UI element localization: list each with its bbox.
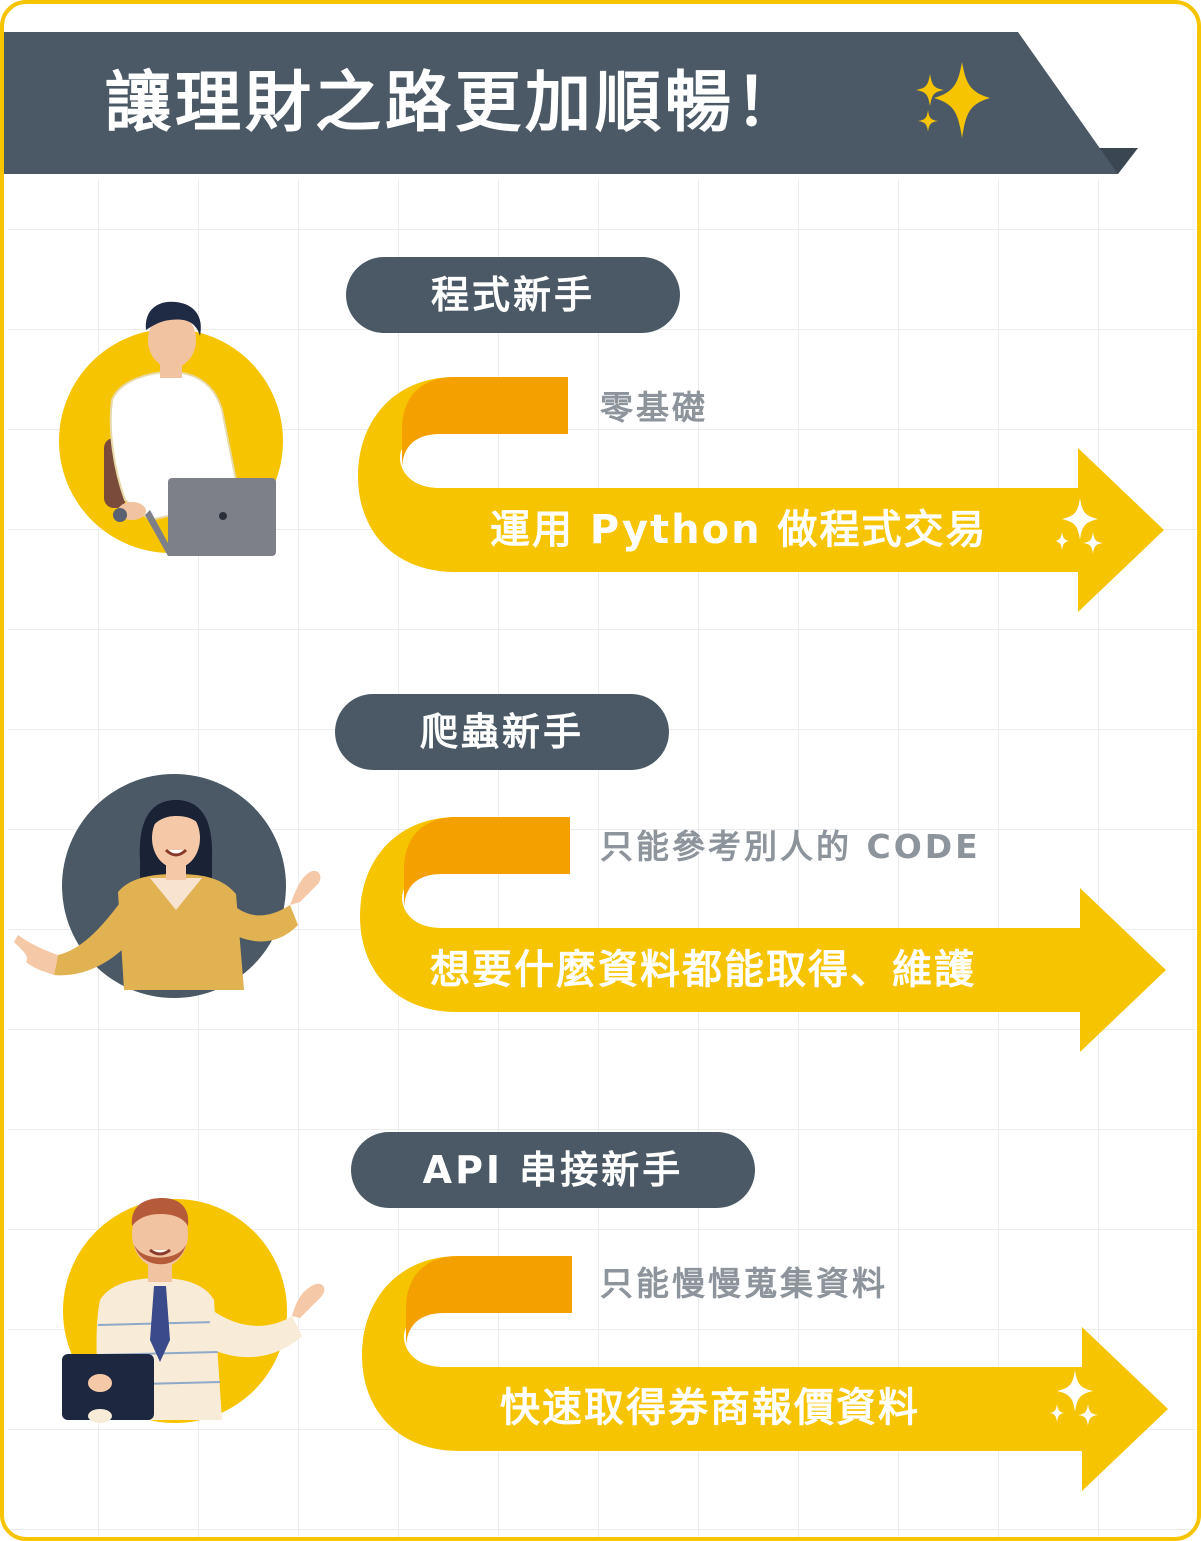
section-tag-programming: 程式新手 [346, 257, 680, 333]
section-tag-api: API 串接新手 [351, 1132, 755, 1208]
page-title: 讓理財之路更加順暢！ [105, 64, 805, 141]
avatar-man-tie [62, 1198, 325, 1423]
avatar-man-laptop [59, 301, 283, 556]
after-label-api: 快速取得券商報價資料 [500, 1385, 920, 1431]
sparkle-icon [1050, 1370, 1098, 1426]
arrow-2 [360, 817, 1166, 1052]
sparkle-icon [1055, 498, 1103, 554]
avatar-woman-meditating [14, 774, 321, 998]
before-label-api: 只能慢慢蒐集資料 [600, 1264, 888, 1303]
arrow-3 [362, 1256, 1168, 1491]
section-tag-crawler: 爬蟲新手 [335, 694, 669, 770]
sparkle-icon [916, 62, 990, 138]
before-label-crawler: 只能參考別人的 CODE [600, 827, 981, 866]
before-label-programming: 零基礎 [600, 388, 708, 427]
after-label-programming: 運用 Python 做程式交易 [490, 507, 988, 553]
arrow-1 [358, 377, 1164, 612]
header-ribbon [4, 32, 1118, 174]
after-label-crawler: 想要什麼資料都能取得、維護 [430, 947, 976, 993]
